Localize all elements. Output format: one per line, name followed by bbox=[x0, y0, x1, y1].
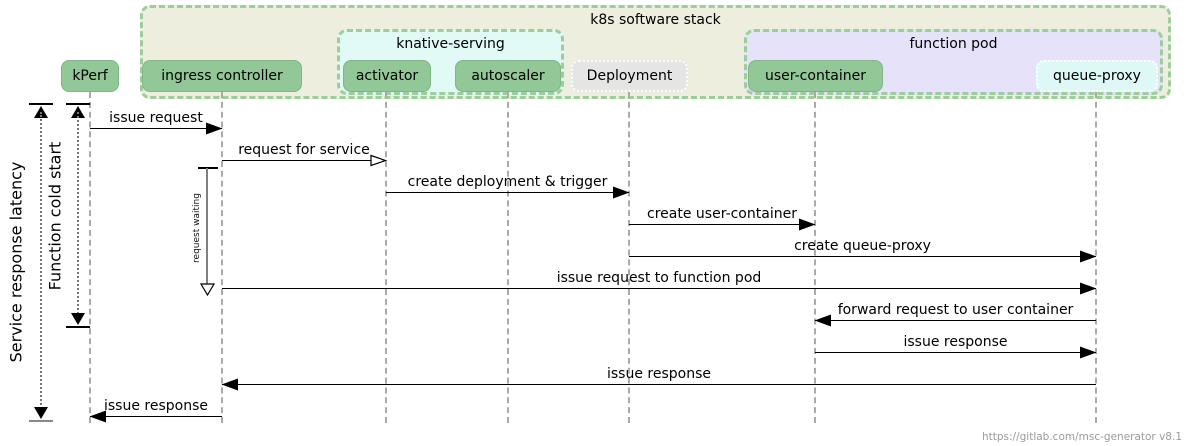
message-arrow-line bbox=[222, 383, 1096, 385]
cold-start-bottom-cap bbox=[66, 326, 90, 328]
lifeline-activator bbox=[385, 92, 387, 423]
down-arrowhead-icon bbox=[34, 407, 48, 419]
message-forward-request-to-user-container: forward request to user container bbox=[814, 297, 1096, 327]
participant-label: user-container bbox=[764, 68, 867, 84]
lifeline-queue-proxy bbox=[1095, 92, 1097, 423]
participant-ingress-controller: ingress controller bbox=[142, 60, 302, 92]
participant-queue-proxy: queue-proxy bbox=[1036, 60, 1158, 92]
message-label: create user-container bbox=[647, 206, 797, 222]
function-cold-start-label: Function cold start bbox=[45, 141, 65, 291]
filled-arrowhead-icon bbox=[1080, 346, 1097, 359]
message-issue-request: issue request bbox=[90, 105, 223, 135]
group-title-knative-serving: knative-serving bbox=[396, 36, 505, 52]
message-issue-response-to-ingress: issue response bbox=[221, 361, 1096, 391]
participant-label: kPerf bbox=[72, 68, 108, 84]
lifeline-user-container bbox=[814, 92, 816, 423]
latency-top-cap bbox=[29, 103, 53, 105]
request-waiting-line bbox=[206, 168, 208, 290]
message-issue-response-to-kperf: issue response bbox=[89, 393, 222, 423]
message-label: create queue-proxy bbox=[794, 238, 931, 254]
group-title-k8s-software-stack: k8s software stack bbox=[590, 12, 721, 28]
message-label: issue request to function pod bbox=[556, 270, 762, 286]
request-waiting-top-cap bbox=[198, 167, 218, 169]
service-response-latency-label: Service response latency bbox=[6, 161, 26, 363]
filled-arrowhead-icon bbox=[206, 122, 223, 135]
message-arrow-line bbox=[815, 319, 1096, 321]
message-label: forward request to user container bbox=[837, 302, 1074, 318]
message-label: issue request bbox=[109, 110, 203, 126]
participant-label: ingress controller bbox=[161, 68, 283, 84]
message-create-queue-proxy: create queue-proxy bbox=[629, 233, 1097, 263]
message-arrow-line bbox=[222, 287, 1096, 289]
filled-arrowhead-icon bbox=[1080, 250, 1097, 263]
message-label: create deployment & trigger bbox=[407, 174, 608, 190]
message-label: issue response bbox=[903, 334, 1008, 350]
participant-label: queue-proxy bbox=[1053, 68, 1141, 84]
generator-watermark: https://gitlab.com/msc-generator v8.1 bbox=[981, 431, 1182, 443]
lifeline-deployment bbox=[628, 92, 630, 423]
latency-dotted-line bbox=[40, 112, 42, 412]
message-request-for-service: request for service bbox=[222, 137, 387, 167]
filled-arrowhead-icon bbox=[814, 314, 831, 327]
participant-activator: activator bbox=[343, 60, 431, 92]
cold-start-dotted-line bbox=[77, 112, 79, 314]
participant-label: Deployment bbox=[586, 68, 673, 84]
group-title-function-pod: function pod bbox=[909, 36, 998, 52]
lifeline-ingress-controller bbox=[221, 92, 223, 423]
message-label: request for service bbox=[238, 142, 370, 158]
participant-label: activator bbox=[355, 68, 419, 84]
message-create-deployment-trigger: create deployment & trigger bbox=[386, 169, 630, 199]
message-label: issue response bbox=[606, 366, 711, 382]
participant-deployment: Deployment bbox=[571, 60, 688, 92]
open-arrowhead-icon bbox=[370, 154, 387, 167]
filled-arrowhead-icon bbox=[1080, 282, 1097, 295]
message-issue-request-to-function-pod: issue request to function pod bbox=[222, 265, 1097, 295]
message-label: issue response bbox=[103, 398, 208, 414]
down-arrowhead-icon bbox=[71, 313, 85, 325]
message-create-user-container: create user-container bbox=[629, 201, 816, 231]
filled-arrowhead-icon bbox=[221, 378, 238, 391]
message-arrow-line bbox=[222, 159, 386, 161]
participant-label: autoscaler bbox=[471, 68, 545, 84]
latency-bottom-cap bbox=[29, 420, 53, 422]
lifeline-autoscaler bbox=[507, 92, 509, 423]
filled-arrowhead-icon bbox=[613, 186, 630, 199]
message-arrow-line bbox=[386, 191, 629, 193]
message-arrow-line bbox=[629, 223, 815, 225]
request-waiting-label: request waiting bbox=[192, 193, 202, 263]
message-arrow-line bbox=[90, 127, 222, 129]
participant-kperf: kPerf bbox=[61, 60, 119, 92]
participant-autoscaler: autoscaler bbox=[455, 60, 561, 92]
message-arrow-line bbox=[90, 415, 222, 417]
message-arrow-line bbox=[629, 255, 1096, 257]
message-arrow-line bbox=[815, 351, 1096, 353]
message-issue-response-to-queue-proxy: issue response bbox=[815, 329, 1097, 359]
participant-user-container: user-container bbox=[748, 60, 883, 92]
cold-start-top-cap bbox=[66, 103, 90, 105]
open-down-arrowhead-icon bbox=[200, 283, 215, 296]
filled-arrowhead-icon bbox=[89, 410, 106, 423]
filled-arrowhead-icon bbox=[799, 218, 816, 231]
lifeline-kperf bbox=[89, 92, 91, 423]
